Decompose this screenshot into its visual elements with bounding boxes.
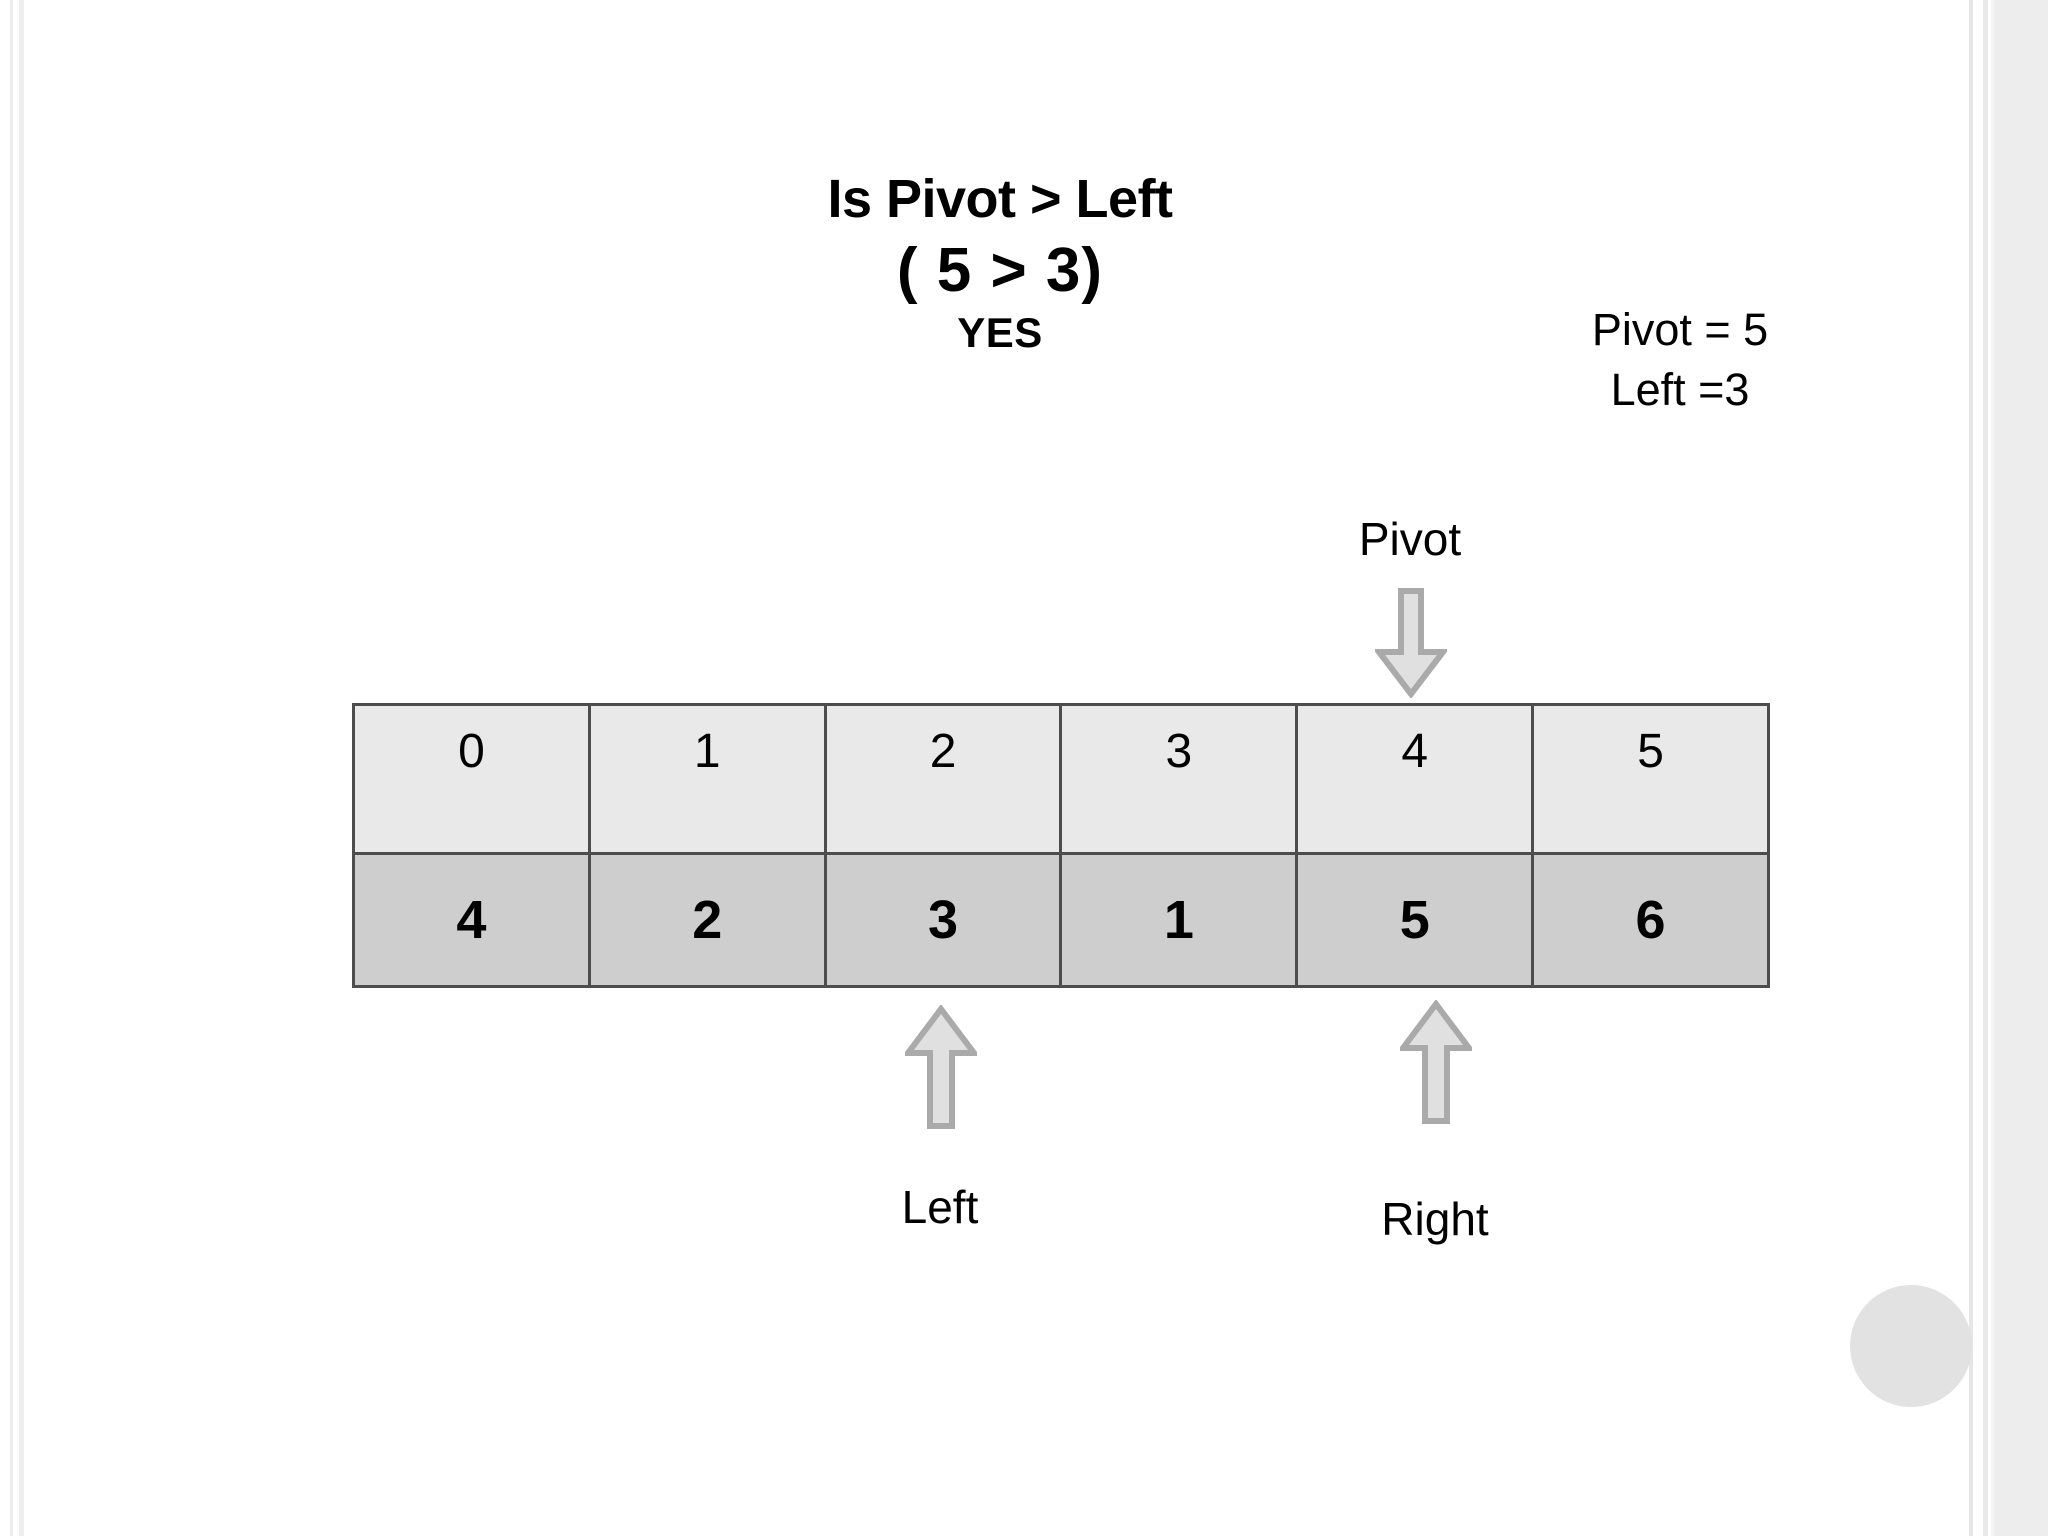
heading-block: Is Pivot > Left ( 5 > 3) YES [560,170,1440,356]
circle-icon [1850,1285,1972,1407]
left-pointer-label: Left [901,1181,979,1233]
page-edge-rule-right-inner [1983,0,1988,1536]
arrow-up-icon-left [905,1005,977,1129]
index-cell-0: 0 [352,703,591,855]
array-value-row: 4 2 3 1 5 6 [352,852,1770,988]
question-text: Is Pivot > Left [827,169,1173,229]
page-edge-gutter-right [1994,0,2048,1536]
variables-block: Pivot = 5 Left =3 [1500,300,1860,420]
index-cell-5: 5 [1531,703,1770,855]
index-cell-1: 1 [587,703,827,855]
page-edge-rule-right-outer [1969,0,1973,1536]
value-cell-1: 2 [587,852,827,988]
value-cell-5: 6 [1531,852,1770,988]
index-cell-3: 3 [1059,703,1299,855]
value-cell-3: 1 [1059,852,1299,988]
value-cell-0: 4 [352,852,591,988]
array-table: 0 1 2 3 4 5 4 2 3 1 5 6 [352,703,1770,988]
page-edge-rule-right-mid [1991,0,1994,1536]
right-pointer-label: Right [1381,1193,1489,1245]
arrow-up-icon-right [1400,1000,1472,1124]
value-cell-4: 5 [1295,852,1535,988]
comparison-text: ( 5 > 3) [896,236,1104,306]
index-cell-2: 2 [823,703,1063,855]
answer-text: YES [957,308,1043,356]
pivot-pointer-label: Pivot [1358,513,1462,565]
page-edge-rule-left-inner [19,0,24,1536]
page-edge-rule-left-outer [10,0,13,1536]
pivot-value-text: Pivot = 5 [1591,304,1769,355]
array-index-row: 0 1 2 3 4 5 [352,703,1770,855]
value-cell-2: 3 [823,852,1063,988]
index-cell-4: 4 [1295,703,1535,855]
arrow-down-icon [1375,588,1447,698]
left-value-text: Left =3 [1610,363,1750,415]
